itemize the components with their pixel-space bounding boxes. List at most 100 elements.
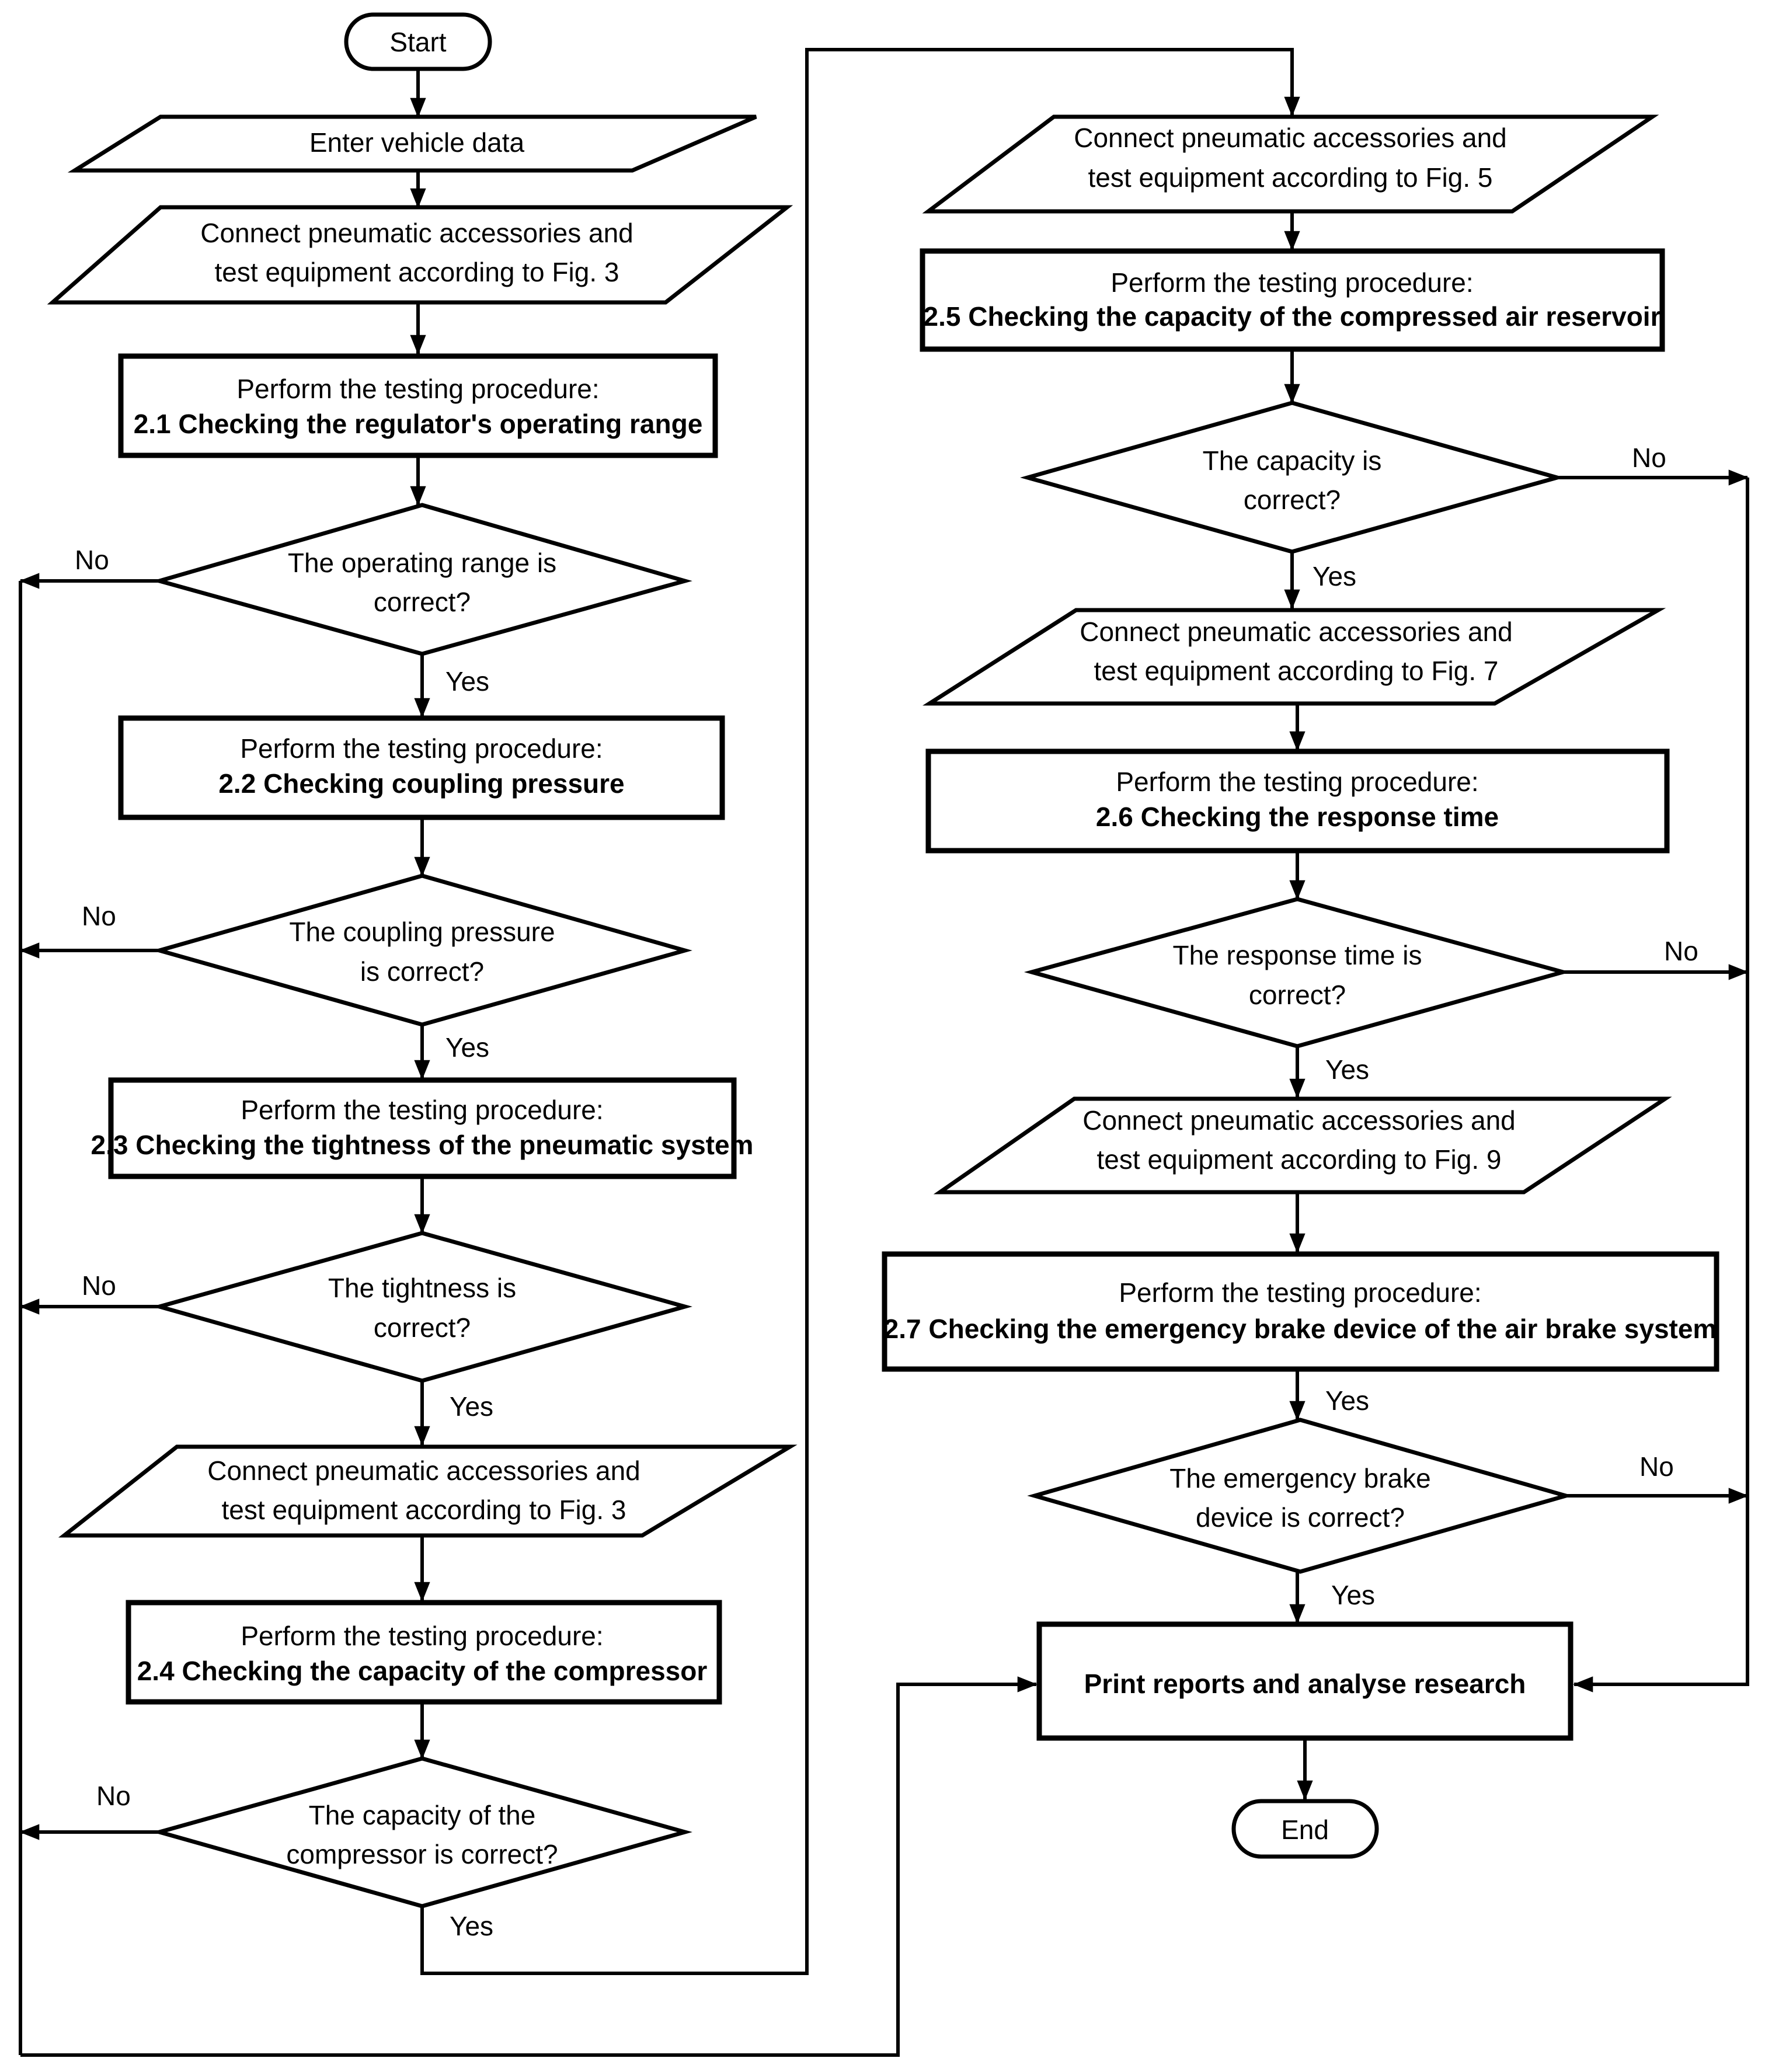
decision-response-time: The response time is correct? [1024,897,1571,1049]
svg-text:Perform the testing procedure:: Perform the testing procedure: [240,733,603,764]
svg-text:correct?: correct? [374,1312,471,1343]
connect-fig3-a-line-1: Connect pneumatic accessories and [200,218,633,248]
print-reports-node: Print reports and analyse research [1036,1621,1573,1741]
yes-label-coupling: Yes [445,1032,489,1063]
svg-text:2.2 Checking coupling pressure: 2.2 Checking coupling pressure [218,768,624,799]
decision-emergency-brake: The emergency brake device is correct? [1027,1418,1573,1574]
process-2-7-line-1: Perform the testing procedure: [1119,1277,1481,1308]
process-2-2-line-1: Perform the testing procedure: [240,733,603,764]
svg-text:correct?: correct? [374,587,471,617]
svg-text:The capacity is: The capacity is [1203,445,1382,476]
edge-no-bus-right-to-print [1573,478,1749,1693]
yes-label-emergency: Yes [1331,1580,1375,1610]
connect-fig9-node: Connect pneumatic accessories and test e… [933,1096,1672,1195]
svg-text:The capacity of the: The capacity of the [309,1800,536,1830]
no-label-compressor: No [96,1781,131,1811]
svg-text:Connect pneumatic accessories: Connect pneumatic accessories and [1080,617,1513,647]
svg-text:compressor is correct?: compressor is correct? [286,1839,558,1869]
edge-no-bus-bottom-to-print [20,1676,1038,2057]
svg-text:device is correct?: device is correct? [1196,1502,1405,1533]
no-label-emergency: No [1639,1451,1674,1482]
svg-text:Perform the testing procedure:: Perform the testing procedure: [1116,767,1478,797]
svg-text:2.6 Checking the response time: 2.6 Checking the response time [1096,802,1499,832]
decision-response-time-line-2: correct? [1249,980,1346,1010]
svg-text:Enter vehicle data: Enter vehicle data [309,127,525,158]
svg-text:2.5 Checking the capacity of t: 2.5 Checking the capacity of the compres… [924,301,1661,332]
connect-fig3-b-line-2: test equipment according to Fig. 3 [222,1495,626,1525]
svg-text:correct?: correct? [1249,980,1346,1010]
decision-compressor-capacity-line-2: compressor is correct? [286,1839,558,1869]
svg-text:The coupling pressure: The coupling pressure [289,917,555,947]
svg-text:test equipment according to Fi: test equipment according to Fig. 9 [1097,1144,1502,1175]
process-2-6-line-1: Perform the testing procedure: [1116,767,1478,797]
connect-fig9-line-1: Connect pneumatic accessories and [1082,1105,1516,1136]
connect-fig3-b-node: Connect pneumatic accessories and test e… [58,1444,798,1538]
decision-reservoir-capacity-line-1: The capacity is [1203,445,1382,476]
connectors [19,48,1749,2057]
svg-text:test equipment according to Fi: test equipment according to Fig. 7 [1094,656,1499,686]
svg-text:Print reports and analyse rese: Print reports and analyse research [1084,1669,1526,1699]
connect-fig7-line-1: Connect pneumatic accessories and [1080,617,1513,647]
connect-fig5-line-2: test equipment according to Fig. 5 [1088,162,1493,193]
svg-text:2.3 Checking the tightness of: 2.3 Checking the tightness of the pneuma… [91,1130,754,1160]
start-label: Start [389,27,446,57]
decision-tightness-line-1: The tightness is [328,1273,516,1303]
connect-fig5-line-1: Connect pneumatic accessories and [1074,123,1507,153]
svg-text:The emergency brake: The emergency brake [1169,1463,1430,1493]
decision-compressor-capacity: The capacity of the compressor is correc… [152,1756,692,1909]
process-2-5-line-1: Perform the testing procedure: [1110,267,1473,298]
decision-operating-range: The operating range is correct? [152,503,692,656]
process-2-6-node: Perform the testing procedure: 2.6 Check… [925,748,1670,854]
process-2-1-node: Perform the testing procedure: 2.1 Check… [118,353,718,458]
yes-label-capacity: Yes [1313,561,1356,591]
no-label-response: No [1664,936,1698,966]
process-2-3-line-2: 2.3 Checking the tightness of the pneuma… [91,1130,754,1160]
process-2-1-line-2: 2.1 Checking the regulator's operating r… [134,409,703,439]
svg-text:test equipment according to Fi: test equipment according to Fig. 3 [215,257,619,287]
connect-fig9-line-2: test equipment according to Fig. 9 [1097,1144,1502,1175]
no-label-capacity: No [1632,443,1666,473]
process-2-3-line-1: Perform the testing procedure: [241,1095,603,1125]
yes-label-proc27: Yes [1325,1385,1369,1416]
decision-coupling-pressure-line-1: The coupling pressure [289,917,555,947]
decision-emergency-brake-line-2: device is correct? [1196,1502,1405,1533]
svg-text:2.4 Checking the capacity of t: 2.4 Checking the capacity of the compres… [137,1656,708,1686]
process-2-1-line-1: Perform the testing procedure: [236,374,599,404]
edge-deccompressor-yes-to-connect5 [420,48,1300,1975]
process-2-4-node: Perform the testing procedure: 2.4 Check… [126,1600,722,1705]
process-2-6-line-2: 2.6 Checking the response time [1096,802,1499,832]
process-2-2-line-2: 2.2 Checking coupling pressure [218,768,624,799]
decision-coupling-pressure: The coupling pressure is correct? [152,873,692,1027]
svg-text:is correct?: is correct? [360,956,484,987]
yes-label-operating-range: Yes [445,666,489,697]
svg-text:correct?: correct? [1244,485,1341,515]
decision-operating-range-line-1: The operating range is [288,548,556,578]
print-reports-line-1: Print reports and analyse research [1084,1669,1526,1699]
connect-fig5-node: Connect pneumatic accessories and test e… [922,114,1659,214]
connect-fig3-b-line-1: Connect pneumatic accessories and [207,1455,640,1486]
process-2-5-line-2: 2.5 Checking the capacity of the compres… [924,301,1661,332]
svg-text:Connect pneumatic accessories: Connect pneumatic accessories and [200,218,633,248]
no-label-coupling: No [82,901,116,931]
process-2-2-node: Perform the testing procedure: 2.2 Check… [118,715,725,820]
decision-operating-range-line-2: correct? [374,587,471,617]
decision-coupling-pressure-line-2: is correct? [360,956,484,987]
process-2-7-node: Perform the testing procedure: 2.7 Check… [882,1251,1719,1372]
decision-response-time-line-1: The response time is [1173,940,1422,970]
end-terminator: End [1231,1799,1379,1859]
decision-reservoir-capacity: The capacity is correct? [1020,401,1565,554]
svg-text:Perform the testing procedure:: Perform the testing procedure: [1119,1277,1481,1308]
decision-emergency-brake-line-1: The emergency brake [1169,1463,1430,1493]
svg-text:Connect pneumatic accessories: Connect pneumatic accessories and [1074,123,1507,153]
process-2-3-node: Perform the testing procedure: 2.3 Check… [91,1077,754,1179]
svg-text:Connect pneumatic accessories: Connect pneumatic accessories and [207,1455,640,1486]
svg-text:Perform the testing procedure:: Perform the testing procedure: [1110,267,1473,298]
start-terminator: Start [344,12,492,71]
svg-text:The tightness is: The tightness is [328,1273,516,1303]
process-2-7-line-2: 2.7 Checking the emergency brake device … [884,1314,1717,1344]
process-2-4-line-2: 2.4 Checking the capacity of the compres… [137,1656,708,1686]
svg-text:Perform the testing procedure:: Perform the testing procedure: [241,1621,603,1651]
branch-labels: No Yes No Yes No Yes No Yes No Yes No Ye… [75,443,1698,1941]
enter-vehicle-data-line-1: Enter vehicle data [309,127,525,158]
